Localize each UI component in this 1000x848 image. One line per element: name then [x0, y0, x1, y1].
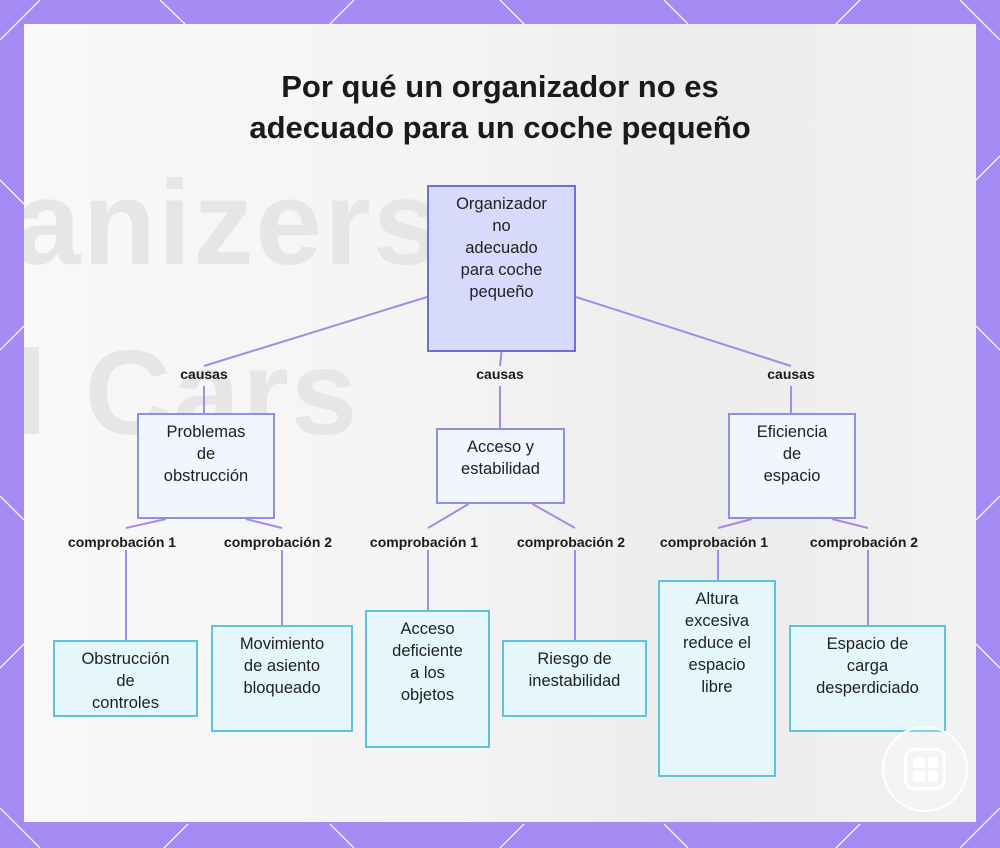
node-text-line: reduce el [683, 632, 751, 654]
node-text-line: para coche [456, 259, 547, 281]
node-text-line: adecuado [456, 237, 547, 259]
node-text-line: Movimiento [240, 633, 324, 655]
node-text-line: libre [683, 676, 751, 698]
node-text-line: desperdiciado [816, 677, 919, 699]
node-text-line: pequeño [456, 281, 547, 303]
node-text-line: Acceso [392, 618, 463, 640]
node-text-line: a los [392, 662, 463, 684]
node-text-line: objetos [392, 684, 463, 706]
node-text-line: espacio [757, 465, 828, 487]
node-text-line: Altura [683, 588, 751, 610]
connector-c2-l3 [428, 504, 469, 610]
node-text-line: Acceso y [461, 436, 540, 458]
node-text-line: de [81, 670, 169, 692]
edge-label-c3-l6: comprobación 2 [810, 534, 918, 550]
node-text-line: Problemas [164, 421, 248, 443]
node-text-line: deficiente [392, 640, 463, 662]
node-text-line: de asiento [240, 655, 324, 677]
node-text-line: no [456, 215, 547, 237]
connector-root-c1 [204, 297, 427, 413]
node-text-line: Organizador [456, 193, 547, 215]
node-text-line: Eficiencia [757, 421, 828, 443]
edge-label-c1-l2: comprobación 2 [224, 534, 332, 550]
connector-root-c2 [500, 352, 502, 428]
node-text-line: bloqueado [240, 677, 324, 699]
node-text-line: de [757, 443, 828, 465]
edge-label-c1-l1: comprobación 1 [68, 534, 176, 550]
edge-label-root-c3: causas [767, 366, 814, 382]
node-text-line: estabilidad [461, 458, 540, 480]
edge-label-root-c1: causas [180, 366, 227, 382]
edge-label-c2-l3: comprobación 1 [370, 534, 478, 550]
node-text-line: espacio [683, 654, 751, 676]
connector-c2-l4 [533, 504, 576, 640]
node-text-line: Obstrucción [81, 648, 169, 670]
node-text-line: obstrucción [164, 465, 248, 487]
node-text-line: Riesgo de [529, 648, 621, 670]
node-text-line: controles [81, 692, 169, 714]
node-text-line: de [164, 443, 248, 465]
edge-label-root-c2: causas [476, 366, 523, 382]
node-text-line: Espacio de [816, 633, 919, 655]
node-text-line: inestabilidad [529, 670, 621, 692]
node-text-line: excesiva [683, 610, 751, 632]
edge-label-c2-l4: comprobación 2 [517, 534, 625, 550]
edge-label-c3-l5: comprobación 1 [660, 534, 768, 550]
connector-root-c3 [576, 297, 791, 413]
node-text-line: carga [816, 655, 919, 677]
grid-logo-icon [882, 726, 968, 812]
